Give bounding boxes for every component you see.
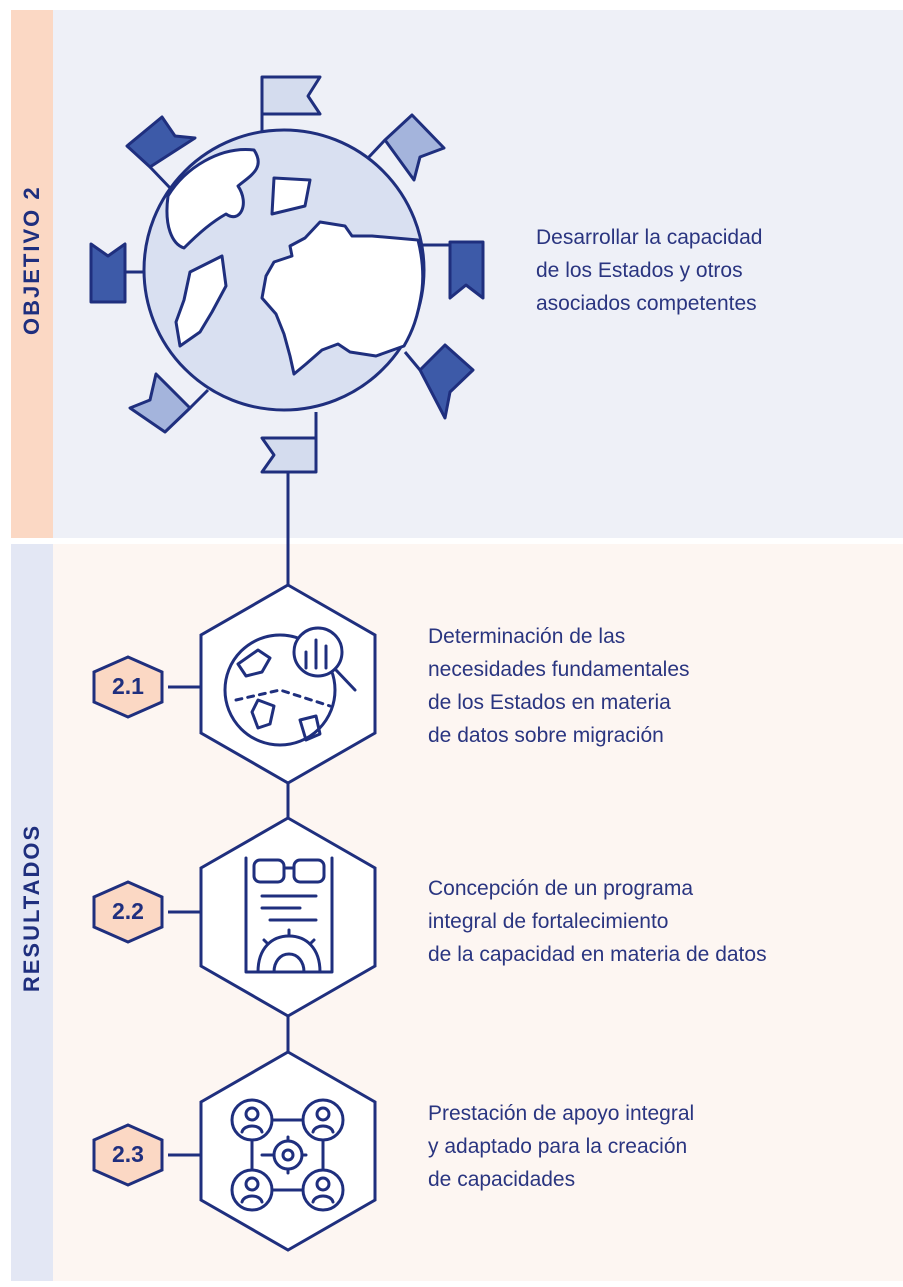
people-network-gear-icon	[230, 1098, 345, 1212]
result-3-description: Prestación de apoyo integral y adaptado …	[428, 1097, 848, 1196]
flag-lower-right-icon	[403, 343, 475, 420]
objective-line: Desarrollar la capacidad	[536, 226, 763, 249]
objective-description: Desarrollar la capacidad de los Estados …	[536, 221, 856, 320]
flag-upper-right-icon	[366, 113, 446, 182]
flag-left-icon	[89, 242, 148, 304]
result-line: integral de fortalecimiento	[428, 910, 669, 933]
results-side-strip	[11, 544, 53, 1281]
result-3-hexagon	[92, 1050, 377, 1252]
result-line: Concepción de un programa	[428, 877, 694, 900]
result-line: y adaptado para la creación	[428, 1135, 688, 1158]
flag-lower-left-icon	[128, 372, 210, 434]
globe-magnifier-chart-icon	[223, 626, 357, 747]
result-line: de datos sobre migración	[428, 724, 664, 747]
result-1-description: Determinación de las necesidades fundame…	[428, 620, 848, 752]
flag-bottom-icon	[260, 412, 318, 474]
objective-line: asociados competentes	[536, 292, 757, 315]
result-1-hexagon	[92, 583, 377, 785]
result-line: de capacidades	[428, 1168, 576, 1191]
result-line: de los Estados en materia	[428, 691, 671, 714]
result-2-number: 2.2	[112, 898, 144, 924]
flag-top-icon	[260, 75, 322, 140]
result-2-hexagon	[92, 816, 377, 1018]
result-1-number: 2.1	[112, 673, 144, 699]
document-glasses-gear-icon	[244, 856, 334, 974]
result-line: de la capacidad en materia de datos	[428, 943, 767, 966]
flag-upper-left-icon	[125, 115, 197, 192]
result-3-number: 2.3	[112, 1141, 144, 1167]
globe-icon	[142, 128, 426, 412]
result-line: Determinación de las	[428, 625, 626, 648]
result-line: necesidades fundamentales	[428, 658, 690, 681]
result-2-description: Concepción de un programa integral de fo…	[428, 872, 868, 971]
result-line: Prestación de apoyo integral	[428, 1102, 695, 1125]
flag-right-icon	[420, 240, 485, 300]
objective-side-strip	[11, 10, 53, 538]
objective-line: de los Estados y otros	[536, 259, 743, 282]
